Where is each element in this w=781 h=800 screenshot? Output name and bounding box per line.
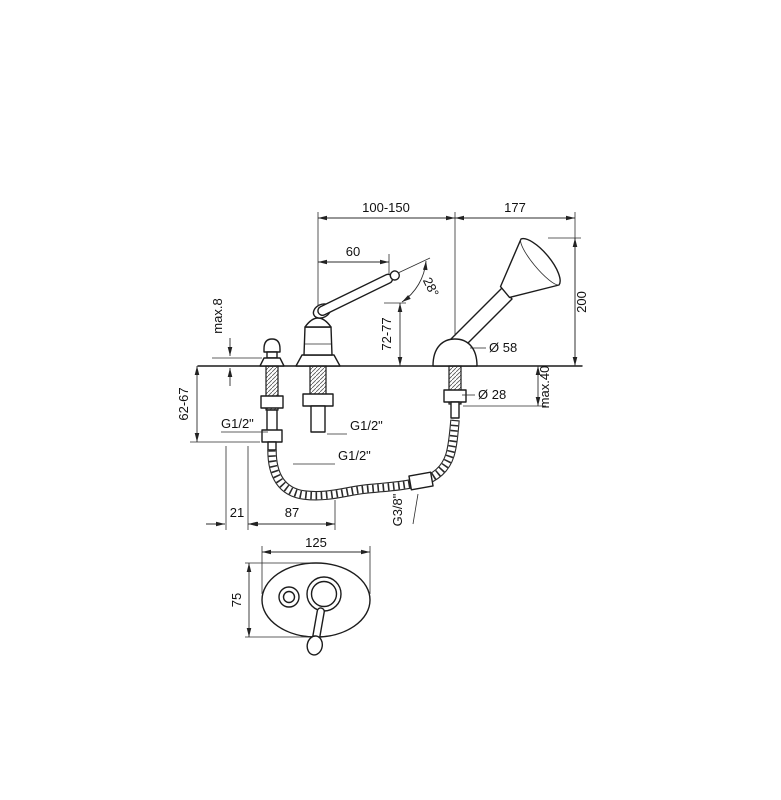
dim-125: 125 <box>305 535 327 550</box>
shower-head-cone <box>499 237 561 299</box>
dim-dia-28: Ø 28 <box>478 387 506 402</box>
dim-max8: max.8 <box>210 298 225 333</box>
dim-21: 21 <box>230 505 244 520</box>
dim-87: 87 <box>285 505 299 520</box>
mixer-mounting-nut <box>302 393 334 407</box>
hose-thread-label: G3/8" <box>390 493 405 526</box>
shower-face-rim <box>520 238 560 286</box>
left-mounting-nut <box>260 395 284 409</box>
dim-62-67: 62-67 <box>176 387 191 420</box>
dim-100-150: 100-150 <box>362 200 410 215</box>
diverter-button-inner <box>282 590 296 604</box>
escutcheon-plate-detail <box>245 546 371 656</box>
hand-shower <box>432 237 561 419</box>
dim-200: 200 <box>574 291 589 313</box>
mixer-lever <box>312 270 401 319</box>
plate-lever <box>306 607 325 656</box>
mixer-body <box>295 270 401 433</box>
dim-60: 60 <box>346 244 360 259</box>
dim-75: 75 <box>229 593 244 607</box>
dimension-lines <box>190 212 581 530</box>
dim-72-77: 72-77 <box>379 317 394 350</box>
dim-dia-58: Ø 58 <box>489 340 517 355</box>
valve-rosette-inner <box>310 580 338 608</box>
hose-fitting-nut <box>408 471 434 491</box>
left-column <box>259 338 285 451</box>
thread-middle-label: G1/2" <box>350 418 383 433</box>
flexible-hose <box>267 419 460 501</box>
dim-max40: max.40 <box>537 366 552 409</box>
thread-bottom-label: G1/2" <box>338 448 371 463</box>
dim-28deg: 28° <box>420 275 442 299</box>
dim-177: 177 <box>504 200 526 215</box>
shower-holder-dome <box>432 338 478 367</box>
shower-mounting-nut <box>443 389 467 403</box>
thread-left-label: G1/2" <box>221 416 254 431</box>
dimension-labels: 100-150 177 60 200 28° 72-77 max.8 62-67… <box>176 200 589 607</box>
